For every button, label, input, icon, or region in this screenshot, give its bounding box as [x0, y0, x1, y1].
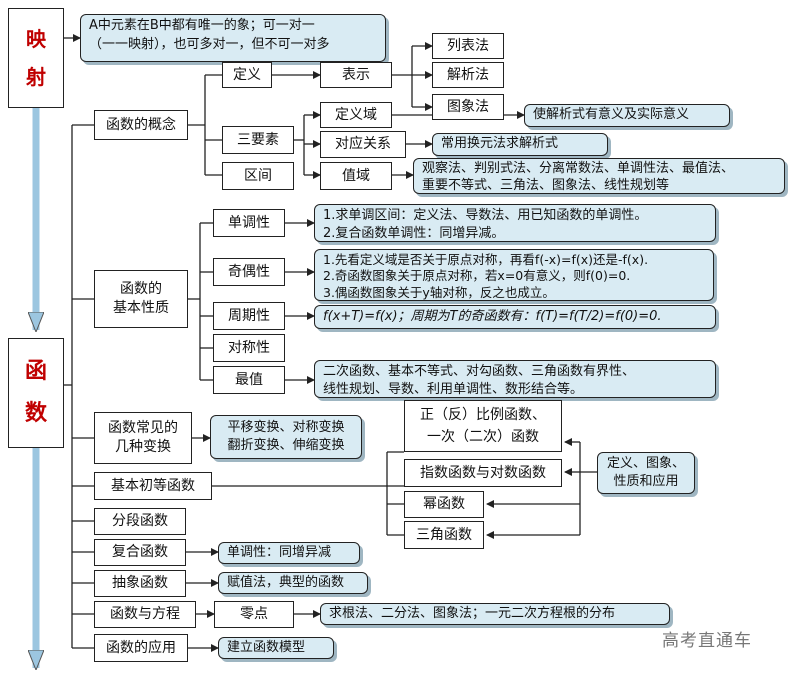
list-method-box: 列表法 [432, 33, 504, 59]
abstract-box: 抽象函数 [94, 570, 186, 597]
parity-note-line2: 2.奇函数图象关于原点对称，若x=0有意义，则f(0)=0. [323, 268, 631, 284]
equation-box: 函数与方程 [94, 601, 196, 628]
range-note: 观察法、判别式法、分离常数法、单调性法、最值法、 重要不等式、三角法、图象法、线… [413, 158, 785, 194]
range-note-line2: 重要不等式、三角法、图象法、线性规划等 [422, 177, 670, 193]
domain-note: 使解析式有意义及实际意义 [524, 104, 730, 127]
composite-note: 单调性：同增异减 [218, 542, 360, 564]
range-box: 值域 [320, 162, 392, 190]
extremum-note-line1: 二次函数、基本不等式、对勾函数、三角函数有界性、 [323, 364, 636, 379]
extremum-box: 最值 [213, 366, 285, 394]
extremum-note: 二次函数、基本不等式、对勾函数、三角函数有界性、 线性规划、导数、利用单调性、数… [314, 360, 716, 398]
correspondence-note: 常用换元法求解析式 [432, 133, 608, 156]
transforms-note-line2: 翻折变换、伸缩变换 [227, 438, 345, 453]
composite-box: 复合函数 [94, 539, 186, 566]
proportional-line1: 正（反）比例函数、 [420, 406, 546, 423]
periodic-box: 周期性 [213, 302, 285, 330]
function-title-box: 函 数 [8, 338, 64, 448]
transforms-note-line1: 平移变换、对称变换 [227, 419, 345, 435]
mapping-note-line1: A中元素在B中都有唯一的象；可一对一 [89, 18, 315, 33]
properties-label-line1: 函数的 [120, 281, 162, 298]
mapping-title-top: 映 [26, 27, 46, 51]
graph-method-box: 图象法 [432, 94, 504, 120]
transforms-note: 平移变换、对称变换 翻折变换、伸缩变换 [210, 415, 362, 459]
elementary-box: 基本初等函数 [94, 472, 212, 500]
periodic-note: f(x+T)=f(x)；周期为T的奇函数有：f(T)=f(T/2)=f(0)=0… [314, 305, 716, 329]
monotonic-box: 单调性 [213, 209, 285, 237]
zero-point-box: 零点 [214, 601, 294, 628]
properties-label-line2: 基本性质 [113, 300, 169, 316]
abstract-note: 赋值法，典型的函数 [218, 572, 368, 594]
concept-box: 函数的概念 [94, 110, 188, 140]
piecewise-box: 分段函数 [94, 508, 186, 535]
elementary-side-note: 定义、图象、 性质和应用 [597, 452, 695, 494]
exp-log-box: 指数函数与对数函数 [404, 459, 562, 487]
monotonic-note: 1.求单调区间：定义法、导数法、用已知函数的单调性。 2.复合函数单调性：同增异… [314, 204, 716, 242]
correspondence-box: 对应关系 [320, 131, 406, 158]
power-box: 幂函数 [404, 491, 484, 518]
transforms-label-line2: 几种变换 [115, 439, 171, 455]
monotonic-note-line1: 1.求单调区间：定义法、导数法、用已知函数的单调性。 [323, 208, 648, 223]
extremum-note-line2: 线性规划、导数、利用单调性、数形结合等。 [323, 381, 584, 397]
symmetry-box: 对称性 [213, 334, 285, 362]
monotonic-note-line2: 2.复合函数单调性：同增异减。 [323, 225, 505, 241]
analytic-method-box: 解析法 [432, 62, 504, 88]
mapping-title-bottom: 射 [26, 65, 46, 89]
transforms-label-line1: 函数常见的 [108, 420, 178, 437]
function-title-bottom: 数 [24, 400, 47, 426]
definition-box: 定义 [222, 62, 272, 88]
mapping-note: A中元素在B中都有唯一的象；可一对一 （一一映射），也可多对一，但不可一对多 [80, 14, 386, 62]
proportional-box: 正（反）比例函数、 一次（二次）函数 [404, 400, 562, 452]
parity-note: 1.先看定义域是否关于原点对称，再看f(-x)=f(x)还是-f(x). 2.奇… [314, 249, 714, 301]
mapping-note-line2: （一一映射），也可多对一，但不可一对多 [89, 36, 330, 52]
parity-note-line1: 1.先看定义域是否关于原点对称，再看f(-x)=f(x)还是-f(x). [323, 252, 649, 267]
elementary-side-note-line2: 性质和应用 [613, 474, 679, 489]
proportional-line2: 一次（二次）函数 [427, 429, 539, 445]
mapping-title-box: 映 射 [8, 8, 64, 108]
three-elements-box: 三要素 [222, 126, 294, 154]
interval-box: 区间 [222, 162, 294, 190]
function-title-top: 函 [24, 358, 47, 385]
parity-box: 奇偶性 [213, 258, 285, 286]
application-note: 建立函数模型 [218, 637, 334, 659]
trig-box: 三角函数 [404, 521, 484, 549]
transforms-box: 函数常见的 几种变换 [94, 412, 192, 464]
range-note-line1: 观察法、判别式法、分离常数法、单调性法、最值法、 [422, 161, 735, 176]
properties-box: 函数的 基本性质 [94, 270, 188, 328]
domain-box: 定义域 [320, 102, 392, 128]
application-box: 函数的应用 [94, 634, 188, 662]
parity-note-line3: 3.偶函数图象关于y轴对称，反之也成立。 [323, 284, 555, 300]
watermark: 高考直通车 [662, 631, 752, 651]
representation-box: 表示 [320, 62, 392, 88]
elementary-side-note-line1: 定义、图象、 [606, 455, 685, 471]
equation-note: 求根法、二分法、图象法；一元二次方程根的分布 [320, 603, 670, 625]
